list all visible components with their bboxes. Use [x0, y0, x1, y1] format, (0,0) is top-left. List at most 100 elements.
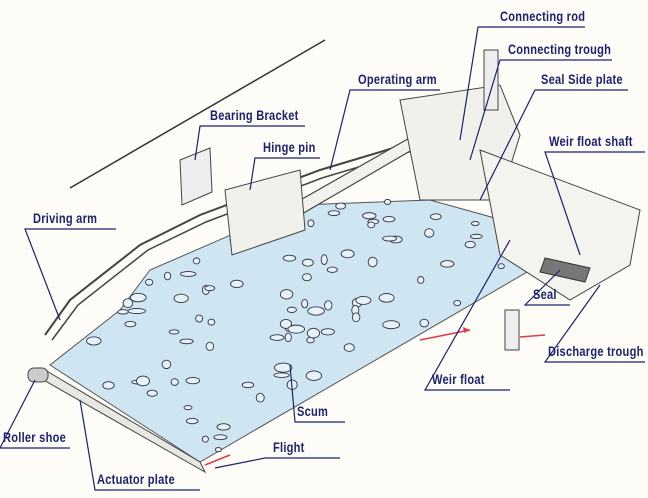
label-weir-float: Weir float [432, 372, 485, 387]
label-weir-float-shaft: Weir float shaft [549, 134, 633, 149]
scum-blob [378, 293, 395, 303]
scum-blob [161, 359, 172, 370]
scum-blob [384, 198, 392, 205]
label-connecting-rod: Connecting rod [500, 9, 586, 24]
scum-blob [185, 417, 199, 425]
scum-blob [145, 278, 154, 286]
scum-blob [335, 202, 347, 210]
scum-blob [279, 318, 293, 329]
scum-blob [127, 308, 146, 315]
scum-blob [173, 293, 189, 304]
scum-blob [301, 258, 314, 267]
scum-blob [230, 279, 244, 289]
scum-blob [469, 233, 483, 240]
scum-blob [497, 263, 505, 270]
label-connecting-trough: Connecting trough [508, 42, 612, 57]
scum-blob [367, 221, 376, 229]
scum-blob [417, 276, 425, 284]
scum-blob [301, 298, 309, 309]
flow-arrow [419, 329, 471, 341]
scum-blob [129, 292, 147, 303]
hinge-pin-assembly [224, 169, 306, 256]
scum-blob [168, 329, 180, 335]
scum-blob [340, 249, 355, 259]
scum-blob [205, 341, 215, 351]
weir-float [504, 309, 520, 351]
seal-roller [539, 257, 591, 283]
scum-blob [382, 320, 401, 330]
scum-blob [146, 389, 158, 397]
scum-blob [201, 435, 209, 443]
scum-blob [302, 273, 312, 282]
scum-blob [274, 362, 293, 373]
scum-blob [122, 298, 134, 309]
label-bearing-bracket: Bearing Bracket [210, 108, 299, 123]
scum-blob [204, 285, 216, 292]
label-operating-arm: Operating arm [358, 72, 437, 87]
scum-blob [286, 306, 297, 313]
scum-blob [382, 215, 396, 223]
scum-blob [419, 318, 430, 328]
roller-shoe [27, 367, 49, 383]
scum-blob [307, 219, 315, 228]
scum-blob [453, 299, 462, 307]
scum-blob [326, 266, 338, 273]
scum-blob [343, 343, 355, 352]
label-hinge-pin: Hinge pin [263, 140, 316, 155]
scum-blob [255, 392, 265, 403]
scum-blob [324, 300, 333, 311]
bearing-bracket [179, 147, 213, 206]
scum-blob [86, 336, 102, 346]
scum-blob [307, 306, 325, 316]
scum-blob [179, 338, 194, 345]
scum-blob [170, 378, 179, 386]
scum-blob [305, 370, 323, 381]
scum-blob [183, 405, 193, 411]
scum-blob [213, 434, 228, 441]
scum-blob [269, 334, 285, 341]
label-scum: Scum [297, 404, 329, 419]
scum-blob [471, 221, 480, 226]
scum-blob [195, 314, 204, 323]
scum-blob [351, 312, 361, 323]
scum-blob [117, 309, 129, 315]
scum-blob [207, 318, 216, 326]
scum-blob [136, 375, 150, 387]
leader-lines [0, 26, 645, 491]
scum-blob [185, 376, 201, 385]
connecting-rod [483, 49, 499, 111]
label-actuator-plate: Actuator plate [97, 472, 175, 487]
scum-blob [327, 210, 341, 217]
scum-blob [382, 235, 398, 242]
scum-blob [440, 260, 455, 268]
label-seal: Seal [533, 287, 557, 302]
scum-blob [430, 213, 442, 220]
scum-blob [362, 212, 377, 220]
scum-blob [124, 320, 137, 328]
scum-blob [320, 254, 328, 266]
tank-wall-line [69, 39, 326, 189]
scum-blob [355, 296, 372, 305]
label-driving-arm: Driving arm [33, 211, 98, 226]
label-discharge-trough: Discharge trough [548, 344, 644, 359]
label-seal-side-plate: Seal Side plate [541, 72, 623, 87]
scum-blob [287, 324, 306, 334]
label-roller-shoe: Roller shoe [3, 430, 66, 445]
scum-blob [306, 327, 321, 339]
scum-blob [163, 271, 172, 281]
scum-blob [273, 372, 290, 378]
scum-blob [367, 256, 378, 268]
driving-arm [44, 124, 471, 336]
scum-blob [102, 381, 115, 390]
scum-blob [192, 257, 201, 265]
flight-arrow [204, 454, 231, 466]
scum-blob [214, 447, 222, 453]
scum-blob [282, 254, 297, 262]
scum-blob [279, 289, 294, 300]
scum-blob [424, 228, 435, 238]
scum-blob [241, 381, 255, 389]
scum-blob [320, 328, 335, 336]
label-flight: Flight [273, 440, 305, 455]
discharge-trough [479, 149, 641, 301]
